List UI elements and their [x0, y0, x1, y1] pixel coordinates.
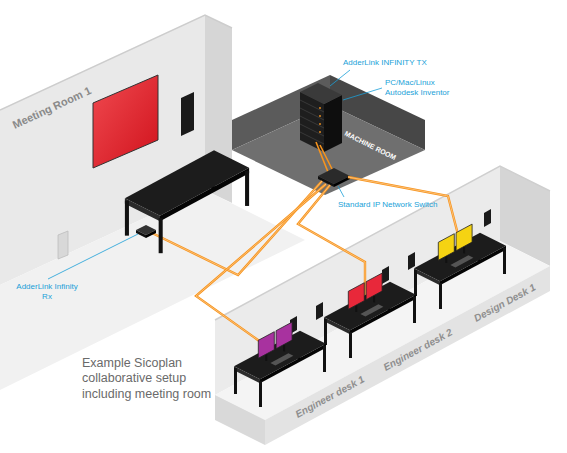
status-light [319, 123, 321, 125]
engineer-desk [324, 273, 416, 358]
engineering-room [215, 166, 550, 445]
device-label: Standard IP Network Switch [338, 200, 437, 210]
rack-unit [300, 116, 324, 128]
engineer-desk [234, 322, 326, 407]
leader-lines [48, 70, 382, 279]
server-rack [324, 95, 342, 152]
meeting-table [125, 150, 249, 253]
device-label: PC/Mac/Linux Autodesk Inventor [385, 78, 457, 97]
network-switch [318, 168, 350, 184]
desk-name: Engineer desk 1 [293, 374, 366, 421]
status-light [319, 115, 321, 117]
desk-name: Design Desk 1 [472, 281, 538, 324]
status-light [319, 131, 321, 133]
network-switch [334, 176, 350, 187]
status-lights [319, 107, 321, 133]
network-cables [150, 177, 462, 350]
room-end-wall [215, 395, 265, 445]
speaker [316, 302, 323, 320]
rack-unit [300, 108, 324, 120]
figure-caption: Example Sicoplan collaborative setup inc… [82, 356, 232, 402]
network-cable [196, 184, 326, 350]
rack-unit [300, 132, 324, 144]
speaker [408, 252, 415, 270]
rack-units [300, 100, 324, 144]
speaker [382, 266, 389, 284]
rack-unit [300, 124, 324, 136]
leader-line [343, 88, 382, 100]
display-screen [93, 75, 158, 168]
design-desk [414, 224, 506, 309]
server-rack [300, 92, 324, 152]
room-name: Meeting Room 1 [11, 84, 94, 132]
leader-line [330, 70, 350, 86]
speaker [484, 209, 491, 227]
device-label: AdderLink Infinity Rx [14, 282, 80, 301]
leader-line [338, 186, 344, 197]
status-light [319, 107, 321, 109]
room-floor [215, 241, 550, 420]
receiver-side [146, 230, 156, 238]
room-name: MACHINE ROOM [343, 130, 397, 163]
speaker [181, 92, 194, 136]
device-label: AdderLink INFINITY TX [343, 58, 427, 68]
network-cable [196, 184, 326, 350]
leader-line [48, 234, 138, 279]
network-cable [320, 145, 333, 171]
desk-name: Engineer desk 2 [381, 326, 454, 373]
receiver-box [136, 225, 156, 238]
rack-unit [300, 100, 324, 112]
wall-panel [58, 231, 68, 259]
